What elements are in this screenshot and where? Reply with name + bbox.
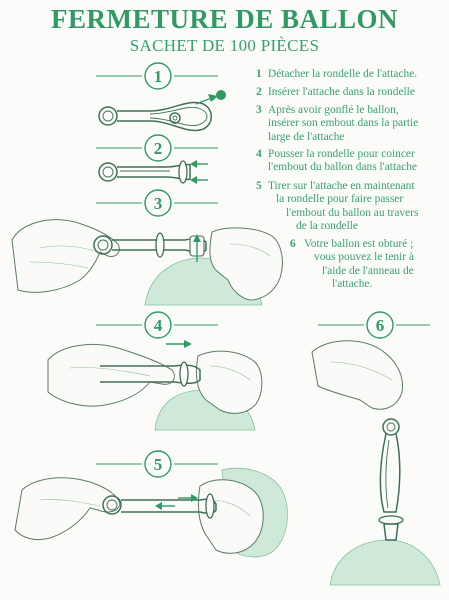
step-3-line-2: insérer son embout dans la partie <box>268 117 419 130</box>
badge-3 <box>144 189 172 217</box>
step-4-line-1: Pousser la rondelle pour coincer <box>268 148 415 160</box>
badge-numbers: 1 2 3 4 5 6 <box>154 67 385 474</box>
scene-4 <box>47 340 263 431</box>
badge-3-number: 3 <box>154 194 163 213</box>
badge-4-number: 4 <box>154 316 163 335</box>
step-2-number: 2 <box>256 86 262 98</box>
badge-1 <box>144 62 172 90</box>
page-subtitle: SACHET DE 100 PIÈCES <box>129 36 320 55</box>
badge-2 <box>144 134 172 162</box>
badge-1-number: 1 <box>154 67 163 86</box>
step-2-line-1: Insérer l'attache dans la rondelle <box>268 86 415 98</box>
tie-illustration-1 <box>98 90 226 132</box>
scene-3 <box>11 219 283 306</box>
step-5-number: 5 <box>256 180 262 192</box>
step-3-line-1: Après avoir gonflé le ballon, <box>268 104 399 116</box>
step-1-line-1: Détacher la rondelle de l'attache. <box>268 68 418 80</box>
step-5-line-1: Tirer sur l'attache en maintenant <box>268 180 415 192</box>
badge-5-number: 5 <box>154 455 163 474</box>
page-title: FERMETURE DE BALLON <box>50 4 399 34</box>
step-3-number: 3 <box>256 104 262 116</box>
badge-5 <box>144 450 172 478</box>
badge-4 <box>144 311 172 339</box>
badge-2-number: 2 <box>154 139 163 158</box>
scene-6 <box>311 340 441 586</box>
step-5-line-3: l'embout du ballon au travers <box>286 206 419 219</box>
step-6-line-4: l'attache. <box>332 278 373 291</box>
step-3-line-3: large de l'attache <box>268 130 345 143</box>
step-6-line-1: Votre ballon est obturé ; <box>304 238 414 250</box>
step-4-number: 4 <box>256 148 262 160</box>
step-5-line-4: de la rondelle <box>296 220 358 233</box>
badge-6-number: 6 <box>376 316 385 335</box>
tie-illustration-2 <box>98 160 208 184</box>
scene-5 <box>14 467 288 558</box>
step-6-line-3: l'aide de l'anneau de <box>322 264 414 277</box>
step-4-line-2: l'embout du ballon dans l'attache <box>268 161 417 174</box>
step-5-line-2: la rondelle pour faire passer <box>276 193 404 206</box>
badge-6 <box>366 311 394 339</box>
step-1-number: 1 <box>256 68 262 80</box>
step-6-line-2: vous pouvez le tenir à <box>314 251 414 264</box>
step-6-number: 6 <box>290 238 296 250</box>
